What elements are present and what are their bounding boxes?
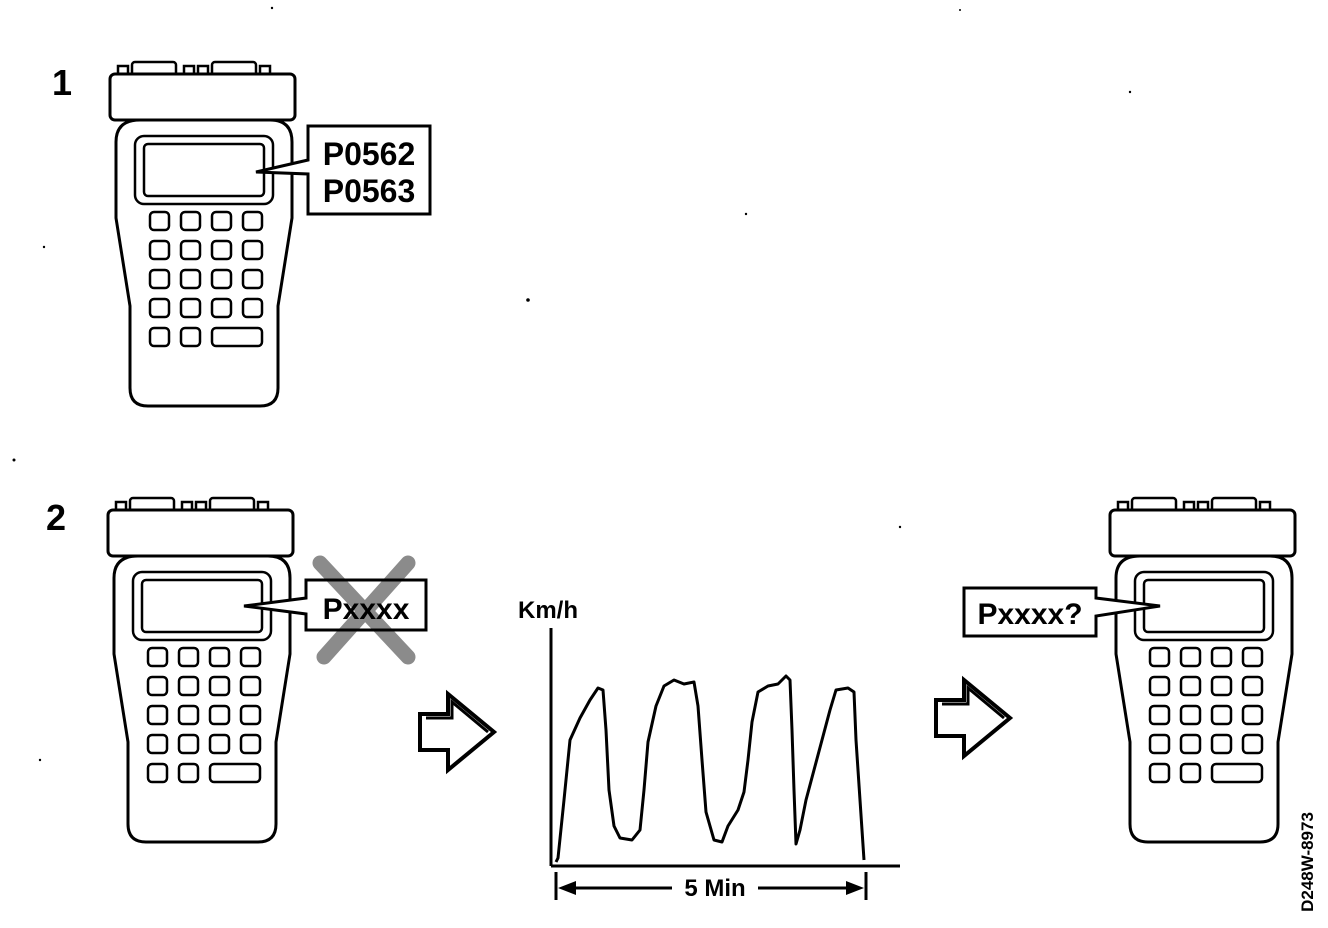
speed-curve [554, 674, 866, 863]
scan-tool-device-2 [106, 496, 295, 844]
cleared-code-callout: Pxxxx [243, 555, 428, 665]
result-query-code: Pxxxx? [977, 598, 1082, 631]
graph-duration-label: 5 Min [684, 875, 745, 902]
figure-id: D248W-8973 [1298, 812, 1317, 912]
scan-tool-device-1 [108, 60, 297, 408]
step-number-1: 1 [52, 62, 72, 103]
code-callout-1: P0562 P0563 [255, 124, 432, 216]
duration-arrowhead-right [846, 881, 864, 895]
process-arrow-1 [418, 692, 496, 772]
duration-arrowhead-left [558, 881, 576, 895]
process-arrow-2 [934, 678, 1012, 758]
graph-y-axis-label: Km/h [518, 597, 578, 624]
scan-speckles [12, 6, 1132, 762]
scan-tool-device-3 [1108, 496, 1297, 844]
fault-code-p0563: P0563 [323, 173, 416, 209]
cross-out-mark [312, 555, 416, 665]
step-number-2: 2 [46, 497, 66, 538]
speed-time-graph: Km/h 5 Min [518, 597, 900, 902]
result-query-callout: Pxxxx? [962, 586, 1161, 638]
cleared-fault-code: Pxxxx [323, 593, 410, 626]
fault-code-p0562: P0562 [323, 136, 416, 172]
